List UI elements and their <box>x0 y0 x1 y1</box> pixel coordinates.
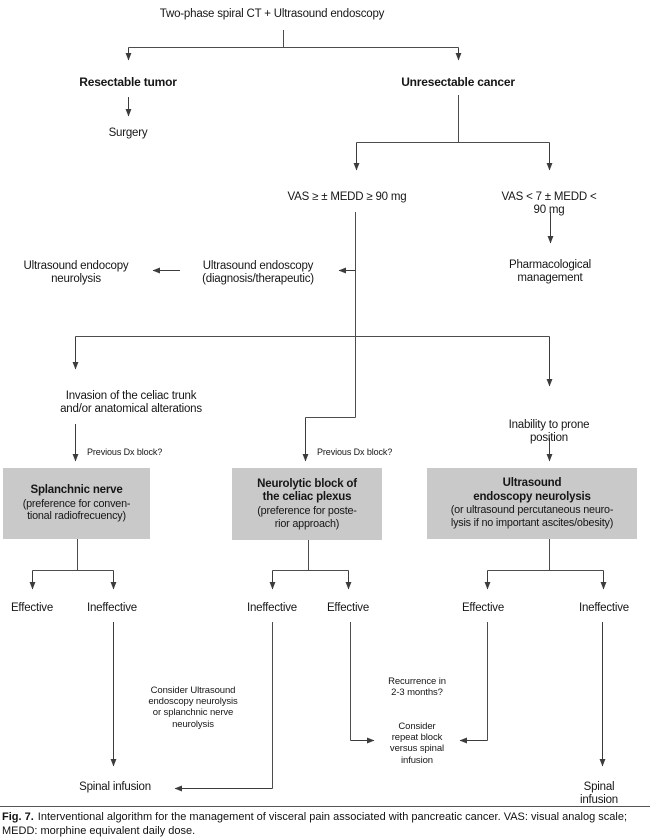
box-neurolytic-block-title: Neurolytic block of the celiac plexus <box>257 477 357 504</box>
node-ultrasound-endoscopy-diagnostic: Ultrasound endoscopy (diagnosis/therapeu… <box>202 260 314 285</box>
node-vas-high: VAS ≥ ± MEDD ≥ 90 mg <box>287 191 407 203</box>
caption-text: Interventional algorithm for the managem… <box>2 811 628 838</box>
box-splanchnic-nerve-sub: (preference for conven- tional radiofrec… <box>22 497 131 523</box>
node-invasion-celiac-trunk: Invasion of the celiac trunk and/or anat… <box>60 390 202 415</box>
caption-label: Fig. 7. <box>2 811 34 823</box>
label-previous-dx-block-left: Previous Dx block? <box>87 447 163 457</box>
outcome-neurolytic-ineffective: Ineffective <box>246 602 298 614</box>
outcome-us-neurolysis-effective: Effective <box>461 602 505 614</box>
box-ultrasound-endoscopy-neurolysis-sub: (or ultrasound percutaneous neuro- lysis… <box>450 504 614 530</box>
label-recurrence: Recurrence in 2-3 months? <box>388 676 446 699</box>
node-inability-prone-position: Inability to prone position <box>508 419 590 444</box>
outcome-neurolytic-effective: Effective <box>326 602 370 614</box>
node-vas-low: VAS < 7 ± MEDD < 90 mg <box>501 191 597 216</box>
box-neurolytic-block: Neurolytic block of the celiac plexus (p… <box>232 468 382 540</box>
node-resectable-tumor: Resectable tumor <box>79 75 177 89</box>
label-consider-us-neurolysis: Consider Ultrasound endoscopy neurolysis… <box>148 685 238 730</box>
outcome-us-neurolysis-ineffective: Ineffective <box>578 602 630 614</box>
figure-caption: Fig. 7.Interventional algorithm for the … <box>2 810 648 838</box>
node-spinal-infusion-right: Spinal infusion <box>579 781 619 806</box>
node-spinal-infusion-left: Spinal infusion <box>79 781 151 793</box>
box-splanchnic-nerve: Splanchnic nerve (preference for conven-… <box>3 468 150 539</box>
box-ultrasound-endoscopy-neurolysis-title: Ultrasound endoscopy neurolysis <box>473 477 591 503</box>
node-pharmacological-management: Pharmacological management <box>508 259 592 284</box>
caption-divider <box>0 806 650 807</box>
outcome-splanchnic-effective: Effective <box>10 602 54 614</box>
outcome-splanchnic-ineffective: Ineffective <box>86 602 138 614</box>
arrow-connectors <box>29 47 607 792</box>
node-root-test: Two-phase spiral CT + Ultrasound endosco… <box>159 8 385 20</box>
box-ultrasound-endoscopy-neurolysis: Ultrasound endoscopy neurolysis (or ultr… <box>427 468 637 539</box>
node-ultrasound-endoscopy-neurolysis: Ultrasound endocopy neurolysis <box>23 260 129 285</box>
node-surgery: Surgery <box>108 127 148 139</box>
node-unresectable-cancer: Unresectable cancer <box>401 75 515 89</box>
label-consider-repeat-block: Consider repeat block versus spinal infu… <box>389 721 445 766</box>
box-splanchnic-nerve-title: Splanchnic nerve <box>30 483 123 496</box>
label-previous-dx-block-middle: Previous Dx block? <box>317 447 393 457</box>
box-neurolytic-block-sub: (preference for poste- rior approach) <box>257 504 357 530</box>
